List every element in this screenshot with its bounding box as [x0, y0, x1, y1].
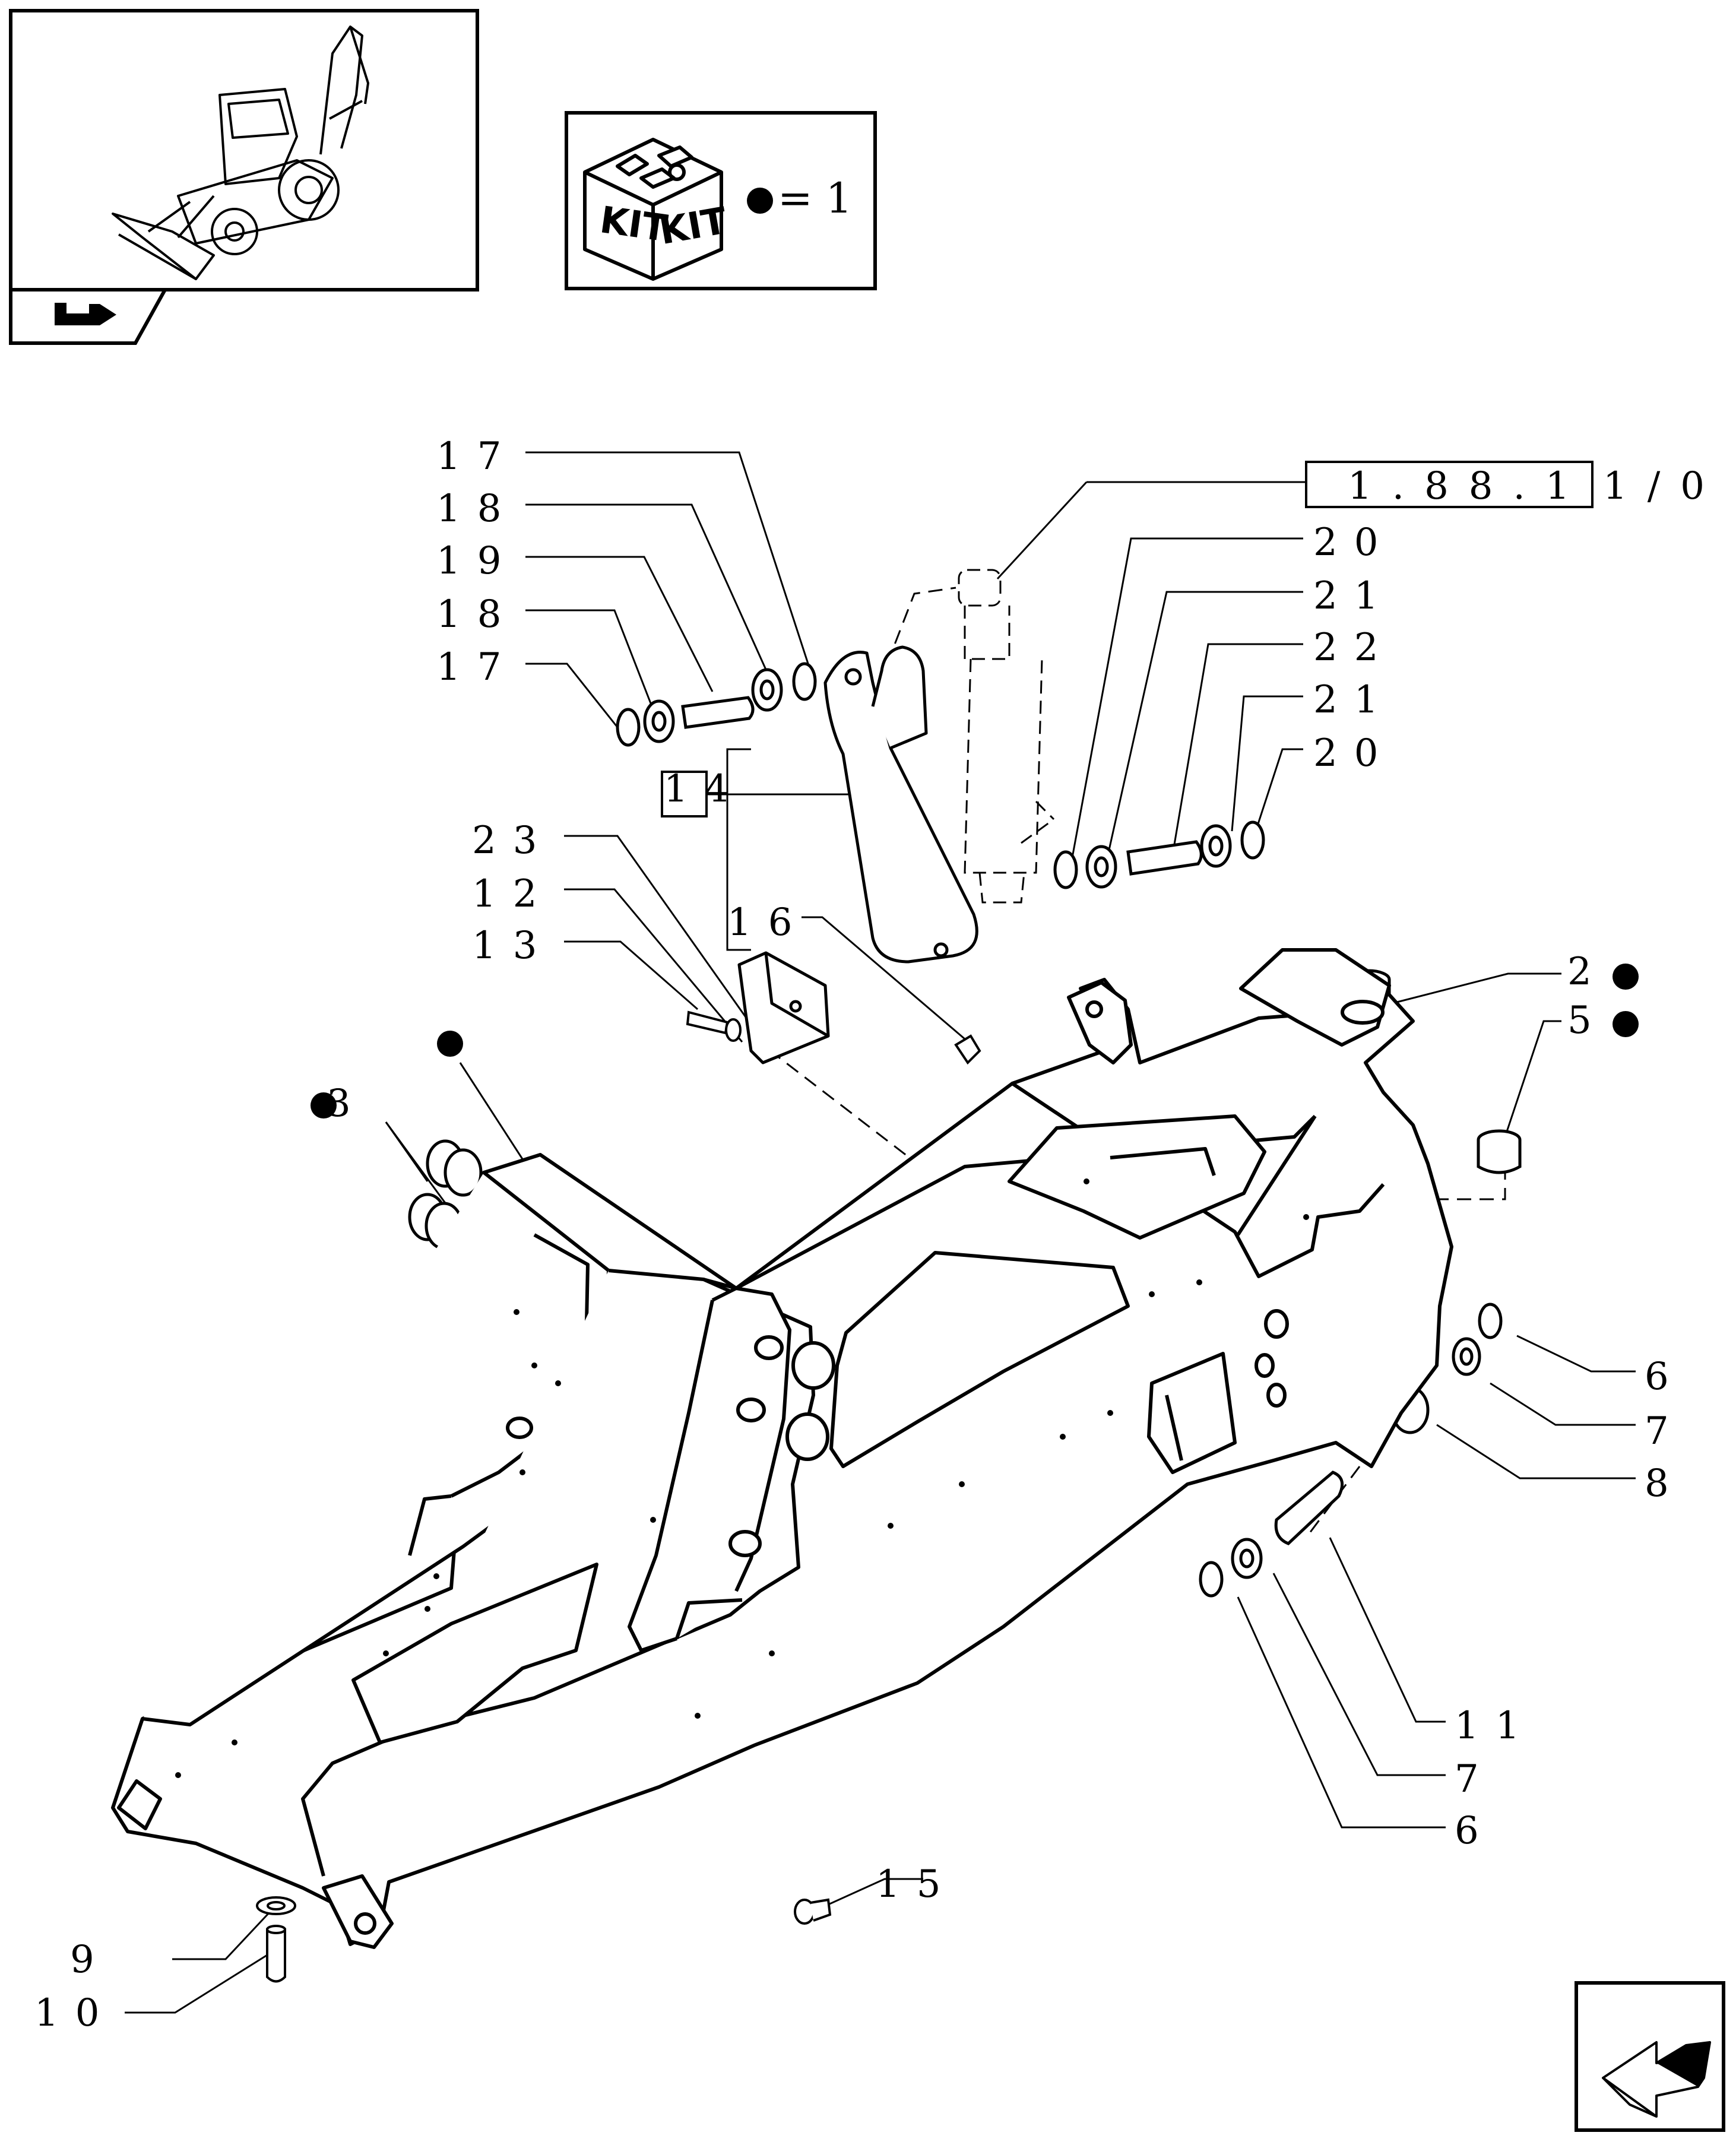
pin-set-lower — [1199, 1471, 1344, 1598]
callout-7a: 7 — [1645, 1409, 1686, 1453]
callout-23: 23 — [472, 819, 553, 863]
callout-20b: 20 — [1313, 731, 1395, 775]
callout-21b: 21 — [1313, 678, 1395, 722]
reference-callout[interactable]: 1.88.1 1/0 — [996, 461, 1725, 580]
phantom-cylinder — [958, 569, 1055, 904]
callout-6a: 6 — [1645, 1355, 1686, 1399]
callout-21a: 21 — [1313, 574, 1395, 618]
callout-19: 19 — [436, 539, 518, 583]
callout-14: 14 — [664, 767, 745, 811]
callout-15: 15 — [876, 1862, 957, 1906]
fitting-15 — [794, 1898, 832, 1925]
next-page-arrow-icon[interactable] — [1602, 2041, 1711, 2118]
callout-11: 11 — [1455, 1704, 1536, 1748]
next-page-button[interactable] — [1575, 1981, 1725, 2132]
callout-8: 8 — [1645, 1462, 1686, 1506]
thumbnail-panel — [9, 9, 479, 291]
callout-18b: 18 — [436, 592, 518, 636]
callout-7b: 7 — [1455, 1757, 1496, 1801]
nav-tab[interactable] — [9, 289, 167, 345]
link-arm-14 — [823, 645, 978, 964]
kit-label-left: KIT — [597, 198, 670, 250]
callout-18a: 18 — [436, 487, 518, 531]
main-frame — [111, 948, 1453, 1949]
callout-22: 22 — [1313, 626, 1395, 670]
callout-17a: 17 — [436, 435, 518, 479]
bushing-5 — [1477, 1129, 1522, 1174]
pin-set-right — [1053, 820, 1265, 889]
kit-dot-icon — [1613, 1011, 1639, 1037]
callout-9: 9 — [70, 1938, 111, 1982]
callout-16: 16 — [727, 901, 809, 945]
grease-fitting-16 — [954, 1034, 981, 1065]
frame-holes — [175, 1178, 1309, 1778]
callout-20a: 20 — [1313, 521, 1395, 565]
reference-boxed-text[interactable]: 1.88.1 — [1348, 464, 1590, 508]
reference-suffix-text: 1/0 — [1603, 464, 1725, 508]
callout-5: 5 — [1567, 999, 1608, 1043]
kit-legend: KIT KIT = 1 — [565, 111, 877, 290]
callout-6b: 6 — [1455, 1809, 1496, 1853]
bolt-9-10 — [256, 1896, 296, 1983]
bracket-23 — [737, 951, 830, 1064]
kit-equals-text: = 1 — [778, 174, 852, 223]
callout-10: 10 — [34, 1991, 116, 2035]
callout-17b: 17 — [436, 645, 518, 689]
kit-dot-icon — [747, 188, 773, 214]
kit-box-icon — [583, 138, 723, 281]
prev-page-arrow-icon[interactable] — [55, 303, 116, 325]
kit-dot-icon — [1613, 964, 1639, 990]
callout-13: 13 — [472, 924, 553, 968]
callout-12: 12 — [472, 872, 553, 916]
callout-2: 2 — [1567, 950, 1608, 994]
kit-markers — [311, 964, 1639, 1118]
kit-dot-icon — [311, 1092, 337, 1118]
kit-dot-icon — [437, 1031, 463, 1057]
callout-labels: 17 18 19 18 17 14 23 12 13 16 20 21 22 2… — [34, 435, 1686, 2035]
pin-set-left — [616, 662, 817, 747]
bolt-12-13 — [686, 1010, 742, 1042]
bushings-3 — [408, 1139, 483, 1250]
backhoe-loader-thumbnail — [112, 26, 369, 280]
pivot-parts-right — [1390, 1303, 1503, 1434]
